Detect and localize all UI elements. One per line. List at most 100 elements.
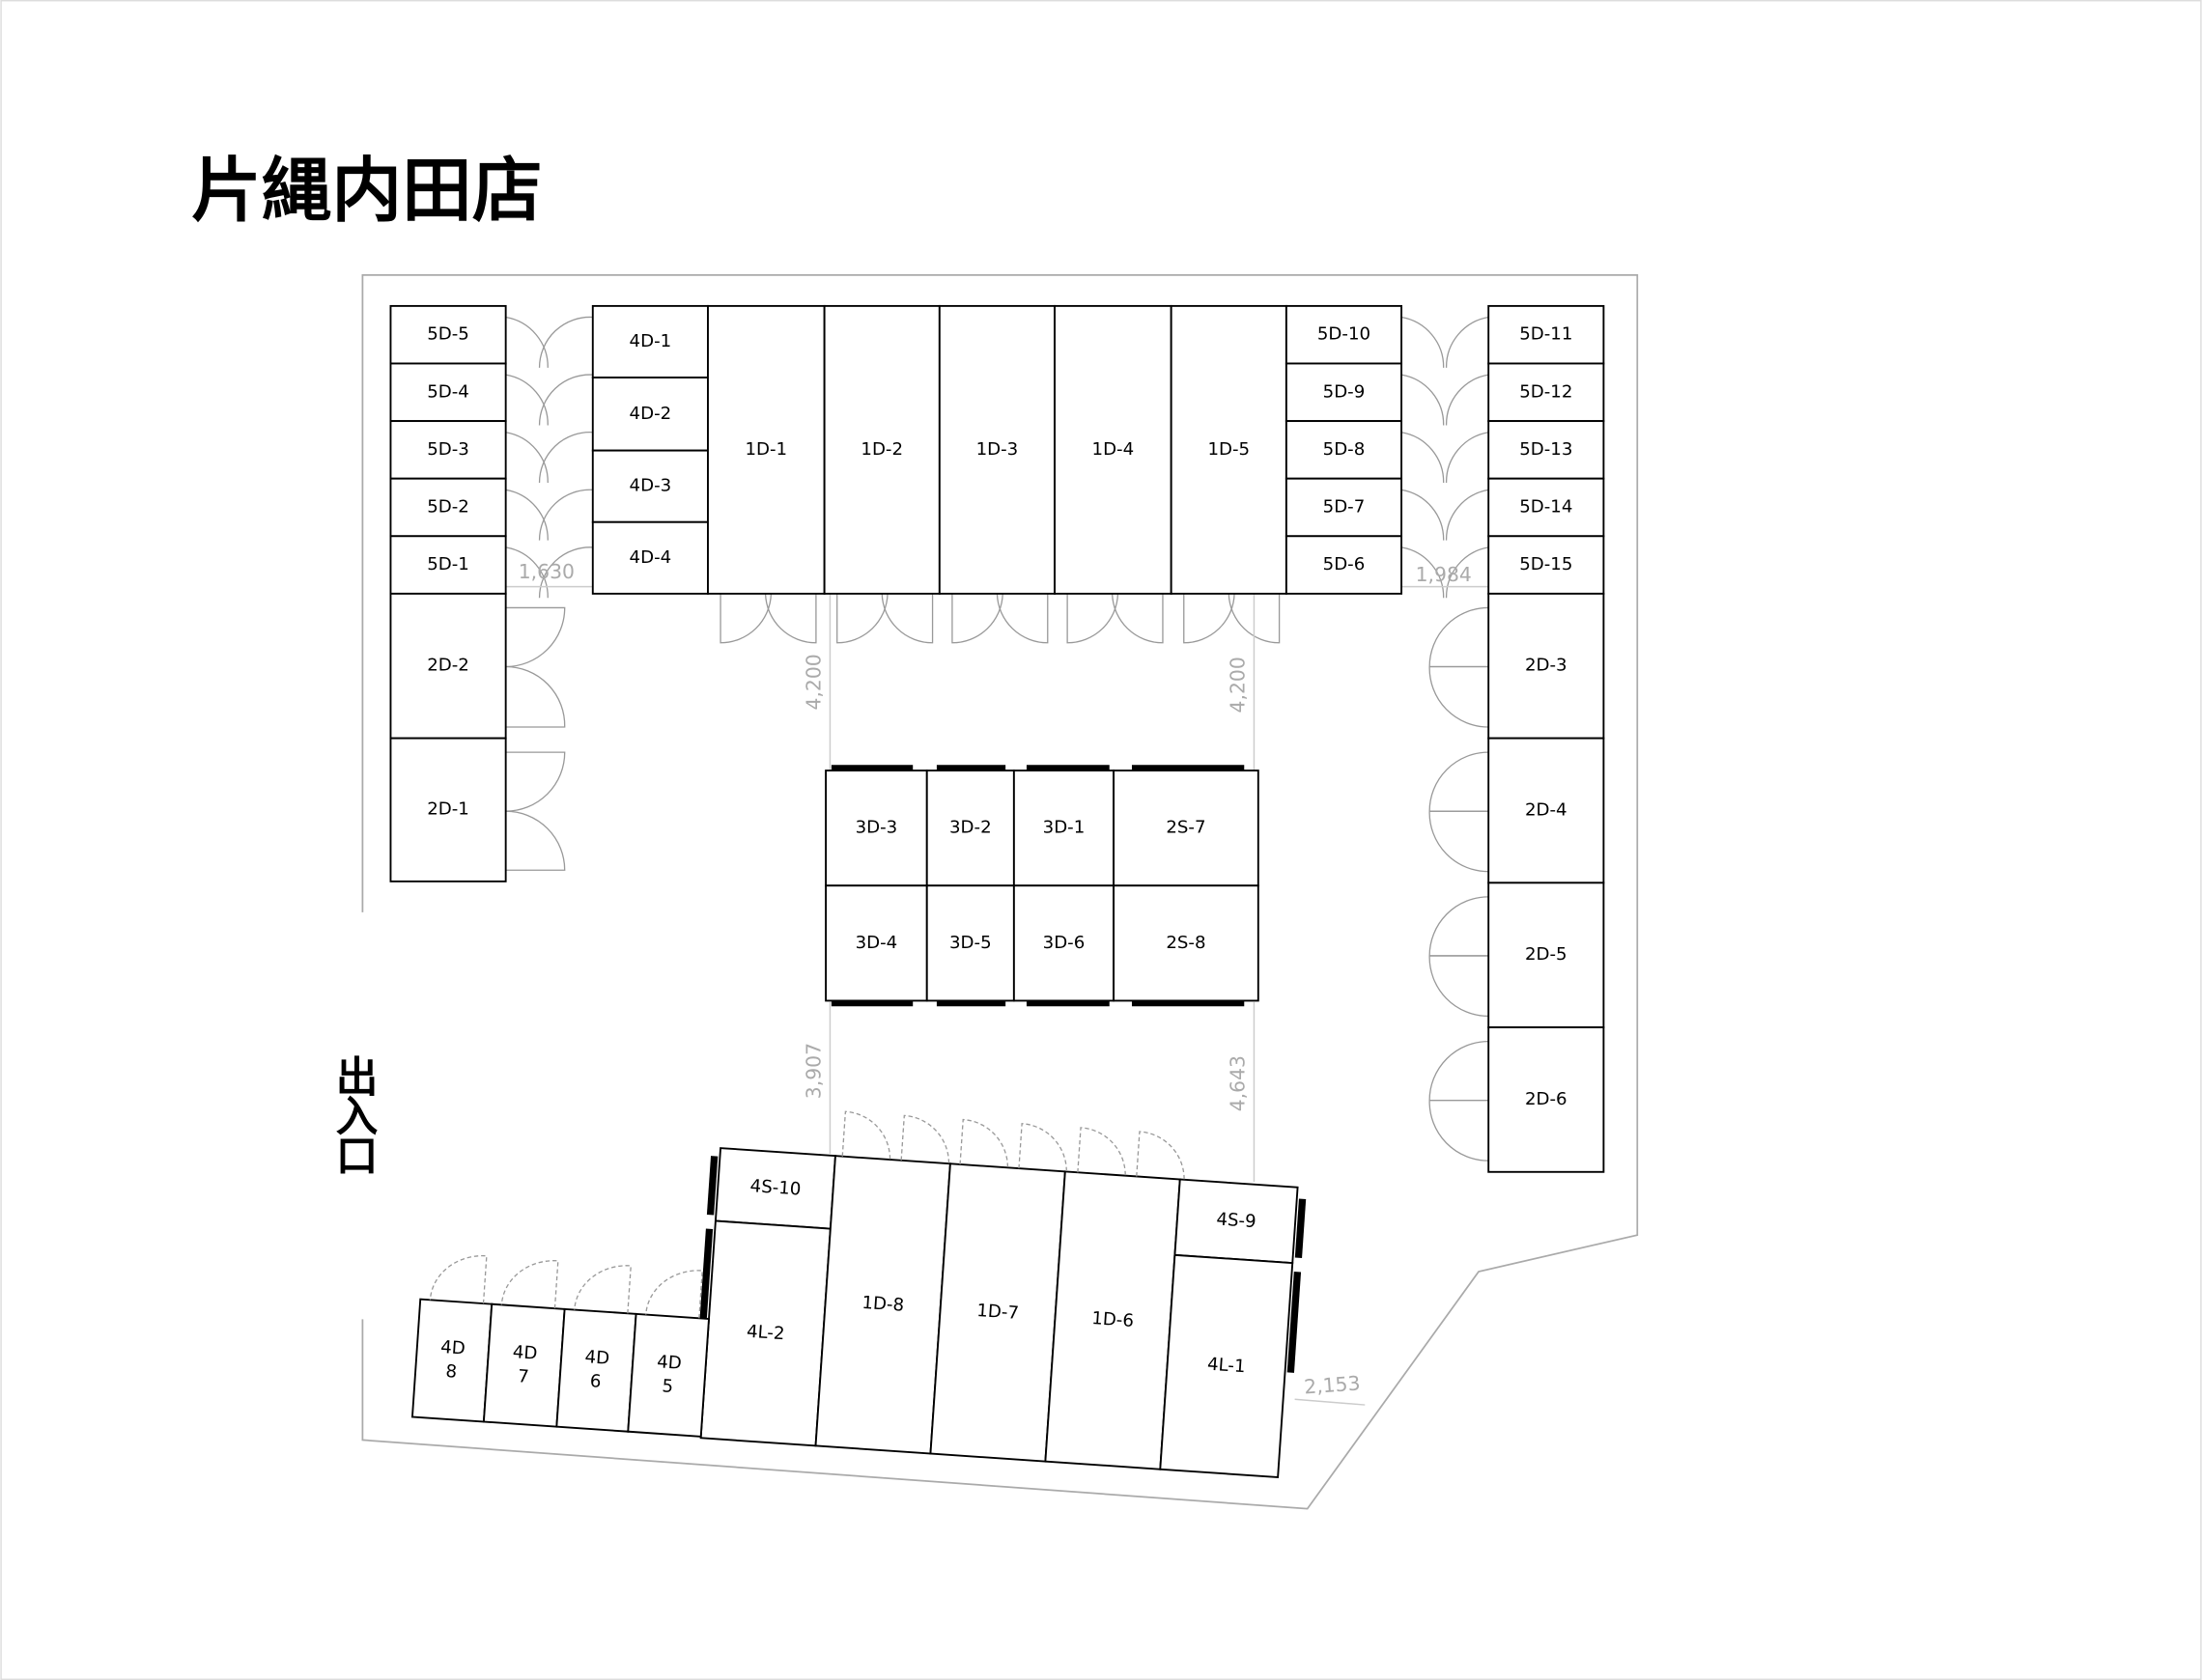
- storage-unit[interactable]: 5D-2: [389, 477, 507, 538]
- unit-label: 4D: [439, 1337, 466, 1359]
- storage-unit[interactable]: 5D-4: [389, 362, 507, 423]
- dimension-aisle-bottom-left: 3,907: [802, 1043, 825, 1099]
- unit-label: 3D-3: [856, 818, 898, 838]
- storage-unit[interactable]: 1D-4: [1054, 304, 1172, 595]
- unit-outline: [1487, 304, 1605, 365]
- unit-outline: [555, 1307, 637, 1433]
- unit-outline: [389, 362, 507, 423]
- unit-label: 2D-2: [427, 656, 469, 676]
- unit-outline: [1284, 362, 1403, 423]
- storage-unit[interactable]: 1D-8: [814, 1155, 951, 1455]
- unit-outline: [482, 1302, 566, 1428]
- storage-unit[interactable]: 2D-6: [1487, 1026, 1605, 1173]
- storage-unit[interactable]: 2D-1: [389, 737, 507, 882]
- site-boundary: [361, 274, 1639, 1510]
- storage-unit[interactable]: 1D-1: [707, 304, 826, 595]
- storage-unit[interactable]: 2D-5: [1487, 882, 1605, 1029]
- unit-label: 4D-4: [630, 547, 672, 568]
- storage-unit[interactable]: 5D-12: [1487, 362, 1605, 423]
- dimension-bottom-right: 2,153: [1303, 1371, 1361, 1398]
- storage-unit[interactable]: 5D-1: [389, 535, 507, 595]
- unit-label: 2S-7: [1166, 818, 1205, 838]
- unit-outline: [1487, 535, 1605, 595]
- storage-unit[interactable]: 5D-11: [1487, 304, 1605, 365]
- storage-unit[interactable]: 5D-7: [1284, 477, 1403, 538]
- unit-label: 4S-10: [749, 1176, 802, 1200]
- unit-label: 1D-5: [1207, 439, 1250, 460]
- storage-unit[interactable]: 3D-1: [1012, 770, 1115, 887]
- storage-unit[interactable]: 4S-9: [1173, 1178, 1299, 1265]
- unit-outline: [410, 1298, 494, 1423]
- unit-outline: [591, 304, 709, 378]
- unit-label: 7: [517, 1366, 529, 1387]
- storage-unit[interactable]: 1D-7: [929, 1162, 1066, 1463]
- storage-unit[interactable]: 4D5: [627, 1312, 711, 1438]
- unit-outline: [1487, 362, 1605, 423]
- storage-unit[interactable]: 4D-1: [591, 304, 709, 378]
- storage-unit[interactable]: 1D-3: [938, 304, 1056, 595]
- dimension-aisle-bottom-right: 4,643: [1226, 1055, 1249, 1111]
- storage-unit[interactable]: 4L-2: [699, 1219, 832, 1447]
- unit-outline: [1487, 477, 1605, 538]
- shutter-bar: [1286, 1271, 1302, 1373]
- storage-unit[interactable]: 5D-14: [1487, 477, 1605, 538]
- unit-outline: [389, 592, 507, 740]
- storage-unit[interactable]: 5D-15: [1487, 535, 1605, 595]
- unit-outline: [627, 1312, 711, 1438]
- storage-unit[interactable]: 5D-9: [1284, 362, 1403, 423]
- unit-label: 4D-2: [630, 404, 672, 424]
- storage-unit[interactable]: 4D-2: [591, 377, 709, 452]
- storage-unit[interactable]: 4D-4: [591, 520, 709, 595]
- unit-label: 1D-1: [745, 439, 787, 460]
- shutter-bars: [831, 765, 1245, 1007]
- unit-outline: [389, 477, 507, 538]
- unit-label: 5D-1: [427, 554, 469, 574]
- unit-label: 5D-6: [1323, 554, 1366, 574]
- dimension-right-gap: 1,984: [1416, 563, 1472, 586]
- unit-label: 1D-3: [976, 439, 1019, 460]
- storage-unit[interactable]: 1D-6: [1044, 1170, 1181, 1470]
- unit-outline: [389, 737, 507, 882]
- storage-unit[interactable]: 5D-5: [389, 304, 507, 365]
- unit-label: 8: [445, 1361, 458, 1383]
- svg-text:入: 入: [336, 1094, 379, 1142]
- storage-unit[interactable]: 5D-13: [1487, 420, 1605, 480]
- storage-unit[interactable]: 4D6: [555, 1307, 637, 1433]
- storage-unit[interactable]: 4S-10: [714, 1147, 836, 1230]
- unit-label: 2D-3: [1525, 656, 1567, 676]
- unit-outline: [389, 304, 507, 365]
- storage-unit[interactable]: 3D-4: [825, 884, 928, 1002]
- storage-unit[interactable]: 3D-2: [925, 770, 1015, 887]
- storage-unit[interactable]: 2D-3: [1487, 592, 1605, 740]
- unit-label: 5D-10: [1317, 324, 1370, 345]
- storage-unit[interactable]: 5D-8: [1284, 420, 1403, 480]
- storage-unit[interactable]: 4D8: [410, 1298, 494, 1423]
- storage-unit[interactable]: 3D-6: [1012, 884, 1115, 1002]
- unit-label: 4D: [512, 1342, 538, 1364]
- unit-label: 2D-1: [427, 799, 469, 820]
- unit-outline: [591, 449, 709, 523]
- storage-unit[interactable]: 2D-2: [389, 592, 507, 740]
- storage-unit[interactable]: 1D-5: [1170, 304, 1287, 595]
- storage-unit[interactable]: 1D-2: [823, 304, 941, 595]
- storage-unit[interactable]: 4L-1: [1159, 1253, 1294, 1479]
- storage-unit[interactable]: 4D7: [482, 1302, 566, 1428]
- storage-unit[interactable]: 5D-6: [1284, 535, 1403, 595]
- storage-unit[interactable]: 2S-7: [1113, 770, 1259, 887]
- unit-label: 5D-2: [427, 496, 469, 517]
- storage-unit[interactable]: 3D-5: [925, 884, 1015, 1002]
- storage-unit[interactable]: 2D-4: [1487, 737, 1605, 884]
- unit-outline: [707, 304, 826, 595]
- storage-unit[interactable]: 3D-3: [825, 770, 928, 887]
- unit-outline: [389, 535, 507, 595]
- storage-unit[interactable]: 4D-3: [591, 449, 709, 523]
- bottom-doors: [429, 1110, 1185, 1319]
- storage-unit[interactable]: 5D-3: [389, 420, 507, 480]
- dimension-aisle-top-left: 4,200: [802, 654, 825, 710]
- storage-unit[interactable]: 2S-8: [1113, 884, 1259, 1002]
- storage-unit[interactable]: 5D-10: [1284, 304, 1403, 365]
- svg-text:出: 出: [336, 1054, 379, 1103]
- unit-outline: [1113, 884, 1259, 1002]
- unit-outline: [823, 304, 941, 595]
- unit-outline: [825, 770, 928, 887]
